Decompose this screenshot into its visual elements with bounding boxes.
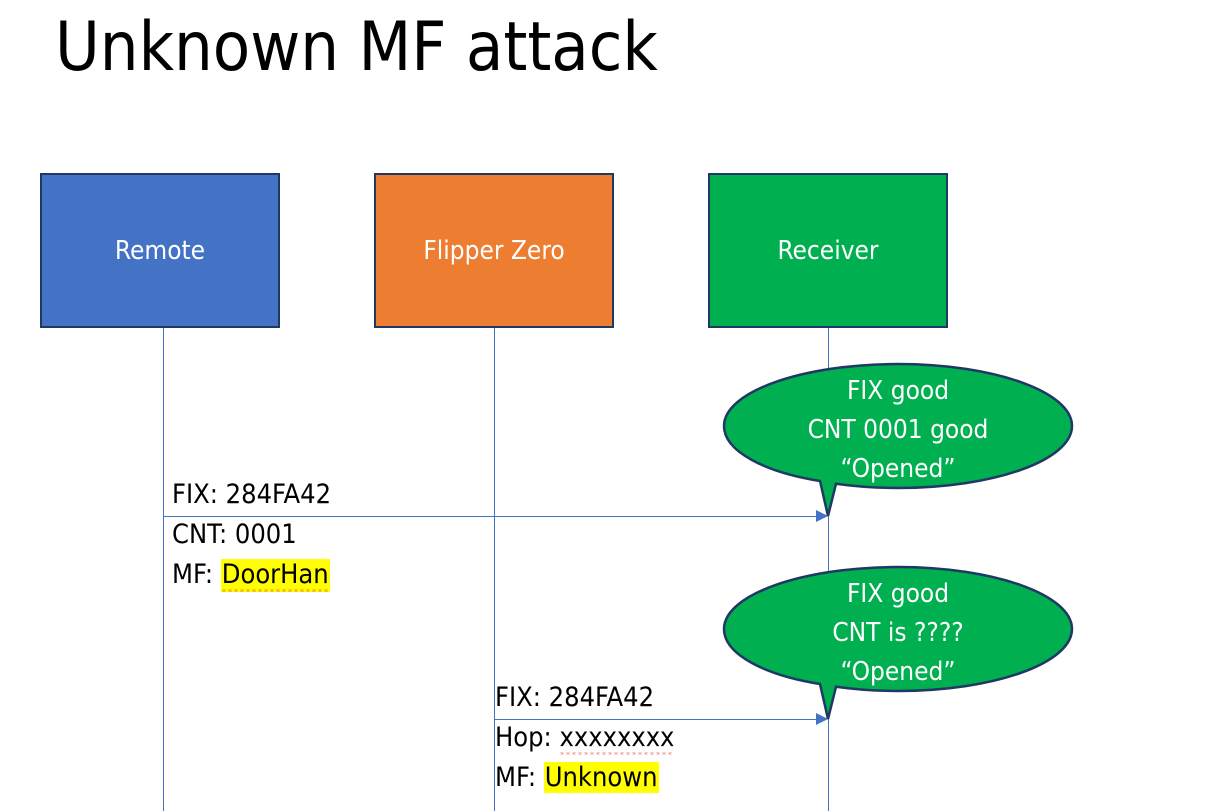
message-1-line-2-prefix: CNT: bbox=[172, 519, 235, 550]
actor-label-receiver: Receiver bbox=[777, 235, 879, 266]
message-2-line-1: FIX: 284FA42 bbox=[495, 678, 674, 718]
speech-bubble-2-shape bbox=[722, 565, 1074, 720]
actor-box-flipper[interactable]: Flipper Zero bbox=[374, 173, 614, 328]
message-arrow-2-line bbox=[494, 719, 821, 720]
message-label-2: FIX: 284FA42 Hop: xxxxxxxx MF: Unknown bbox=[495, 678, 675, 798]
message-1-line-2: CNT: 0001 bbox=[172, 515, 331, 555]
message-1-line-1: FIX: 284FA42 bbox=[172, 475, 331, 515]
message-1-line-2-value: 0001 bbox=[234, 519, 297, 550]
message-2-line-1-value: 284FA42 bbox=[548, 682, 655, 713]
message-2-line-3-prefix: MF: bbox=[495, 762, 544, 793]
page-title: Unknown MF attack bbox=[55, 8, 658, 87]
message-1-line-3-prefix: MF: bbox=[172, 559, 221, 590]
message-arrow-1-line bbox=[163, 516, 821, 517]
message-2-line-3: MF: Unknown bbox=[495, 758, 674, 798]
lifeline-flipper bbox=[494, 328, 495, 811]
speech-bubble-1-shape bbox=[722, 362, 1074, 517]
message-1-line-3-value-highlighted: DoorHan bbox=[221, 559, 329, 590]
lifeline-remote bbox=[163, 328, 164, 811]
actor-box-receiver[interactable]: Receiver bbox=[708, 173, 948, 328]
actor-label-remote: Remote bbox=[114, 235, 206, 266]
actor-label-flipper: Flipper Zero bbox=[423, 235, 565, 266]
speech-bubble-2: FIX good CNT is ???? “Opened” bbox=[722, 565, 1074, 720]
message-2-line-1-prefix: FIX: bbox=[495, 682, 549, 713]
lifeline-receiver bbox=[828, 328, 829, 811]
message-2-line-2-value: xxxxxxxx bbox=[559, 722, 675, 753]
speech-bubble-1: FIX good CNT 0001 good “Opened” bbox=[722, 362, 1074, 517]
message-2-line-2-prefix: Hop: bbox=[495, 722, 560, 753]
message-1-line-1-prefix: FIX: bbox=[172, 479, 226, 510]
actor-box-remote[interactable]: Remote bbox=[40, 173, 280, 328]
message-label-1: FIX: 284FA42 CNT: 0001 MF: DoorHan bbox=[172, 475, 331, 595]
message-arrow-1-head-icon bbox=[816, 510, 828, 522]
message-arrow-2-head-icon bbox=[816, 713, 828, 725]
message-1-line-1-value: 284FA42 bbox=[225, 479, 332, 510]
message-1-line-3: MF: DoorHan bbox=[172, 555, 331, 595]
message-2-line-2: Hop: xxxxxxxx bbox=[495, 718, 675, 758]
message-2-line-3-value-highlighted: Unknown bbox=[543, 762, 659, 793]
